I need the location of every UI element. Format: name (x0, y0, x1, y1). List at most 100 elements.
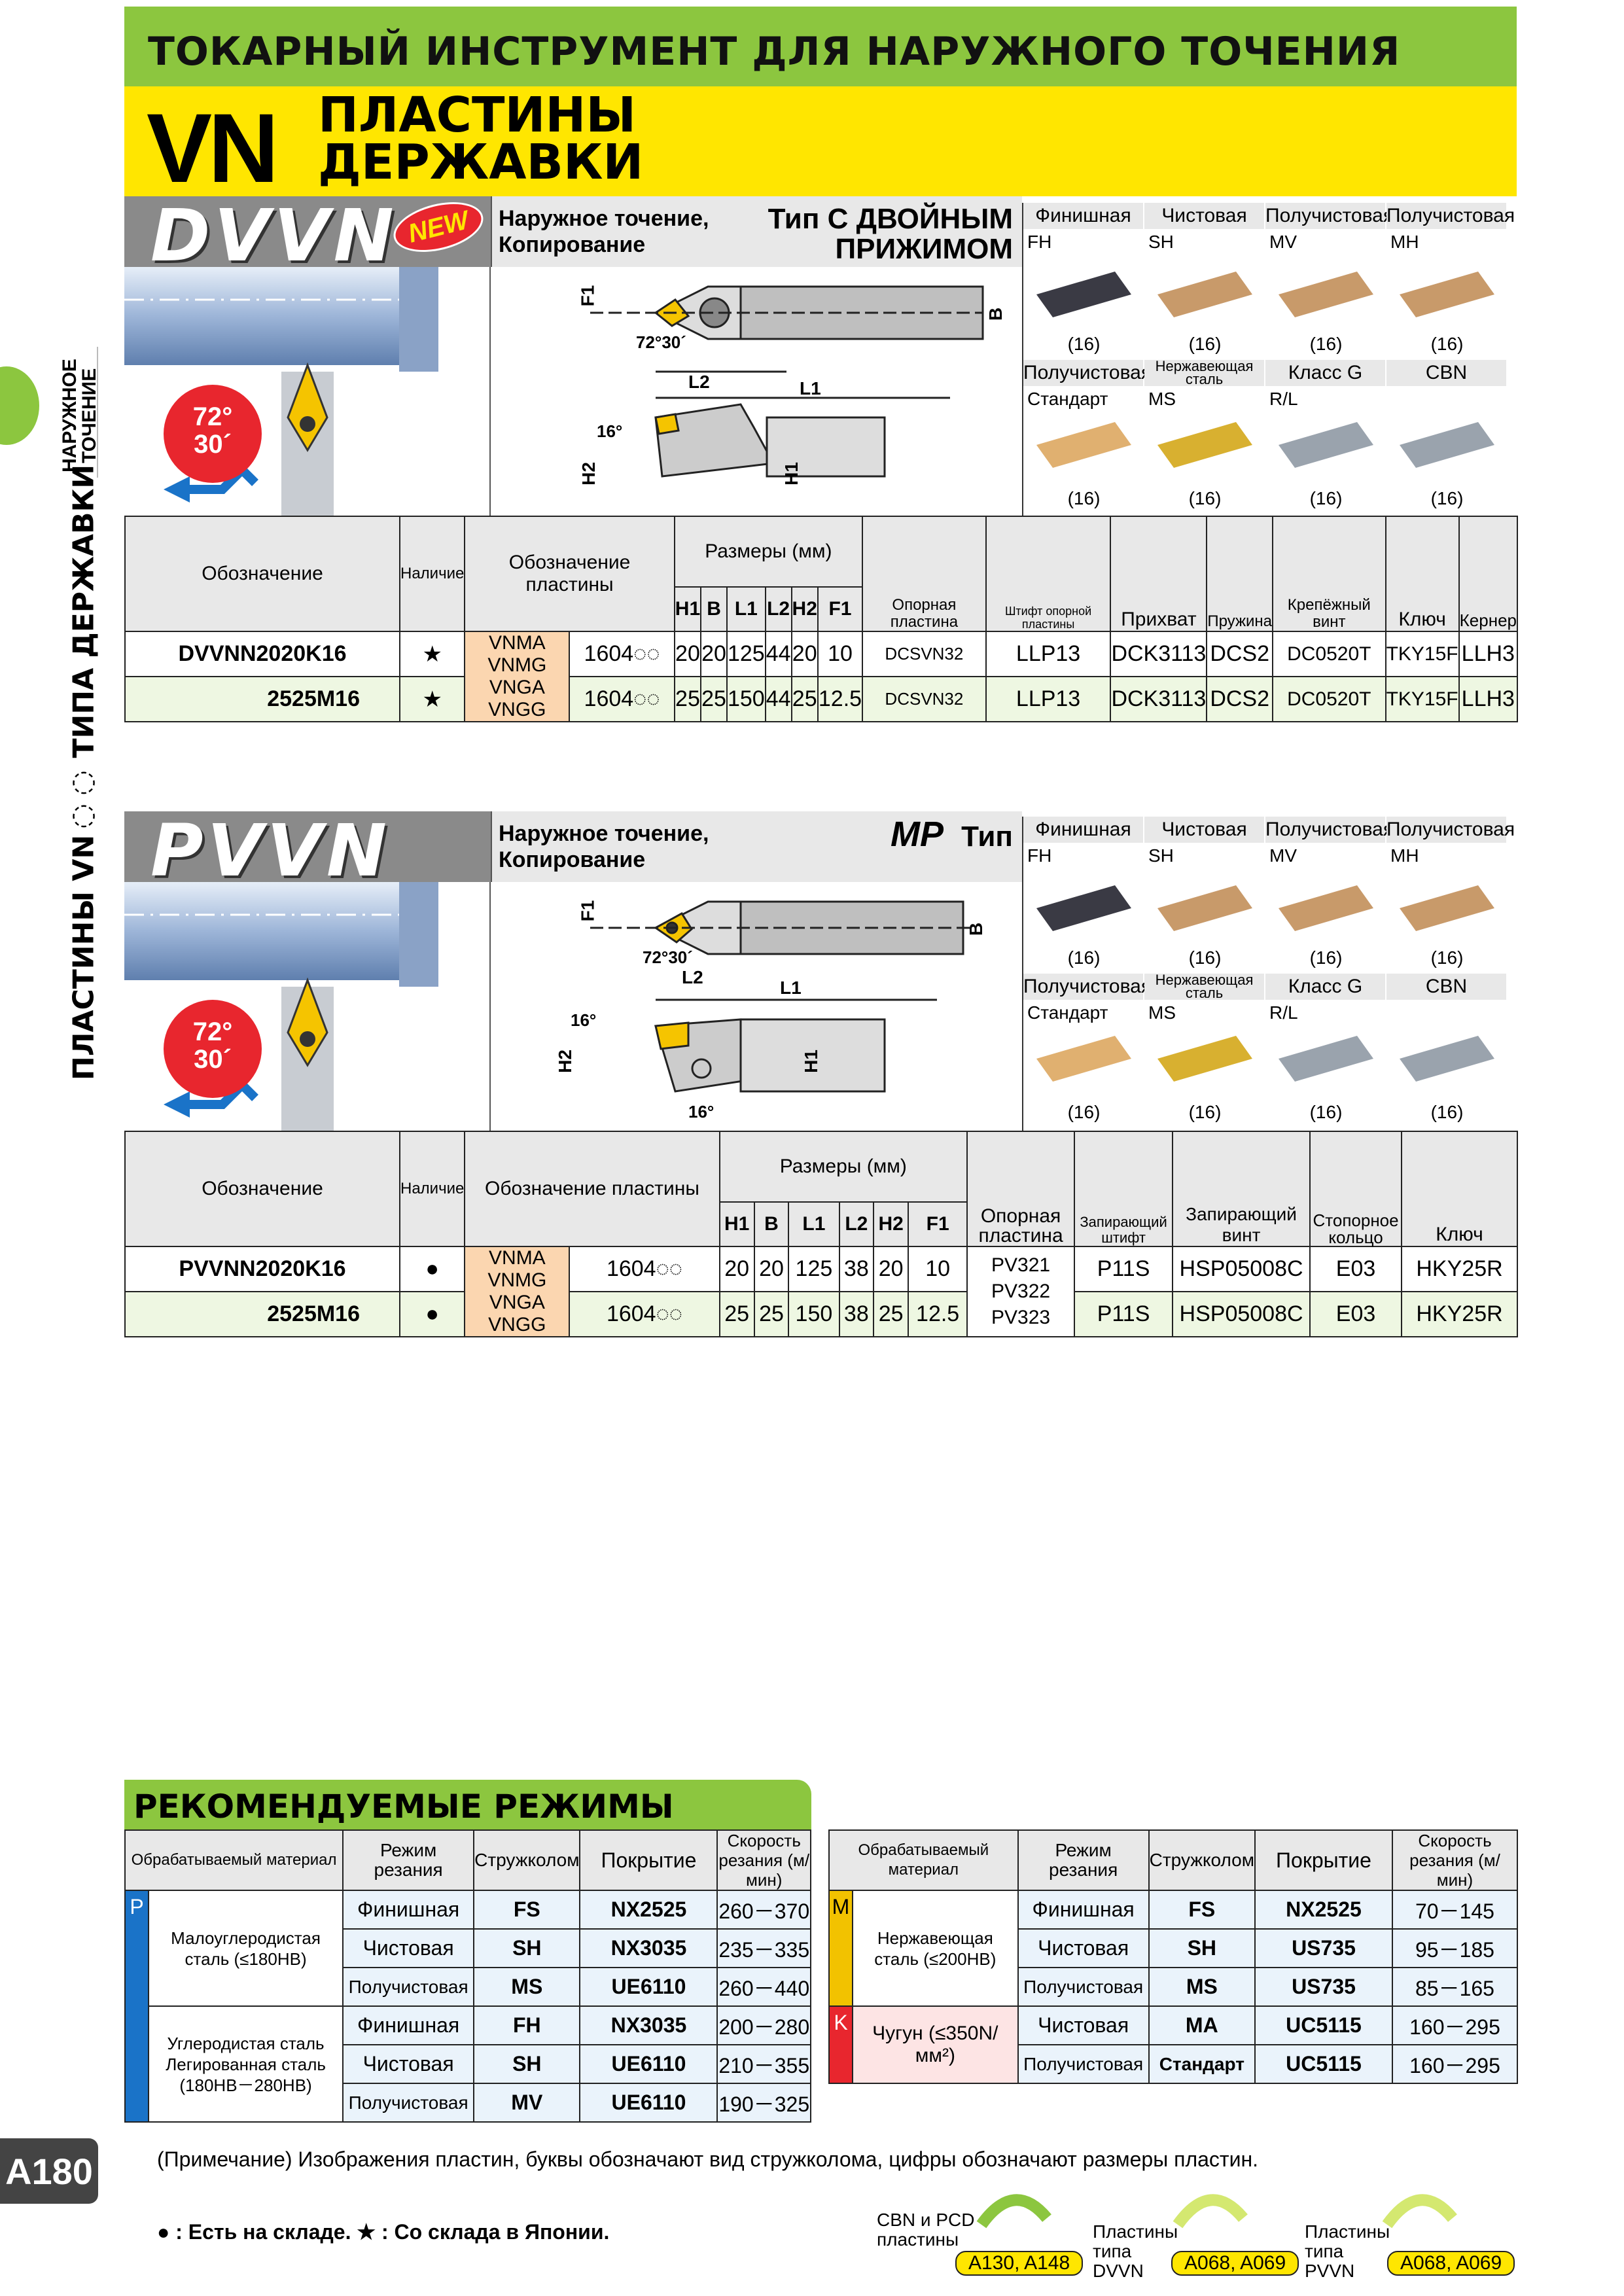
insert-title: Получистовая (1023, 974, 1152, 1000)
dim-value: 44 (764, 631, 792, 677)
col-insert: Обозначение пластины (464, 516, 675, 632)
part-value: TKY15F (1385, 631, 1460, 677)
insert-code: Стандарт (1027, 389, 1108, 409)
col-speed: Скорость резания (м/мин) (716, 1829, 811, 1891)
col-dim: L1 (726, 586, 766, 632)
chipbreaker: MS (473, 1967, 581, 2007)
part-value: DC0520T (1272, 631, 1386, 677)
insert-code: MS (1148, 1002, 1176, 1023)
category-title: ТОКАРНЫЙ ИНСТРУМЕНТ ДЛЯ НАРУЖНОГО ТОЧЕНИ… (148, 29, 1401, 75)
insert-title: Получистовая (1386, 203, 1515, 229)
insert-name: VNGA (489, 677, 545, 698)
material-name: Чугун (≤350N/мм²) (852, 2005, 1019, 2084)
coating: NX3035 (579, 2005, 718, 2045)
insert-cell: Получистовая MH (16) (1386, 203, 1515, 360)
ref-pages-dvvn[interactable]: A068, A069 (1171, 2251, 1299, 2276)
insert-title: Получистовая (1023, 360, 1152, 386)
insert-count: (16) (1067, 947, 1101, 968)
dvvn-tool-photo: 72° 30´ (124, 267, 491, 516)
table-row: K Чугун (≤350N/мм²) Чистовая MA UC5115 1… (828, 2005, 1519, 2084)
insert-count: (16) (1309, 947, 1343, 968)
dim-value: 25 (753, 1291, 790, 1337)
chipbreaker: MS (1148, 1967, 1256, 2007)
coating: UE6110 (579, 2044, 718, 2084)
pvvn-op-line1: Наружное точение, (499, 821, 709, 846)
dim-l2: L2 (688, 372, 710, 392)
availability-mark: ● (398, 1246, 466, 1292)
mode: Чистовая (1017, 2005, 1150, 2045)
insert-code: Стандарт (1027, 1002, 1108, 1023)
availability-mark: ★ (398, 631, 466, 677)
arrow-icon (1382, 2194, 1457, 2229)
insert-code: SH (1148, 845, 1174, 866)
insert-code: MV (1269, 845, 1297, 866)
insert-title: Получистовая (1265, 817, 1394, 843)
insert-size: 1604◌◌ (569, 631, 675, 677)
insert-name: VNGG (488, 1314, 546, 1335)
insert-title: Нержавеющая сталь (1144, 973, 1265, 1000)
insert-cell: Финишная FH (16) (1023, 817, 1144, 974)
dim-b: B (985, 307, 1006, 321)
insert-cell: Получистовая MV (16) (1265, 817, 1394, 974)
dim-h2: H2 (578, 462, 599, 486)
pvvn-name: PVVN (150, 809, 391, 892)
dvvn-operation-box: Наружное точение, Копирование Тип С ДВОЙ… (491, 196, 1022, 267)
dvvn-op-line1: Наружное точение, (499, 206, 709, 231)
col-designation: Обозначение (124, 516, 400, 632)
insert-cell: Нержавеющая сталь MS (16) (1144, 359, 1265, 516)
dim-value: 20 (790, 631, 819, 677)
col-part: Прихват (1110, 516, 1208, 632)
speed: 85－165 (1391, 1967, 1519, 2007)
insert-name: VNGG (488, 699, 546, 720)
ref-cbn[interactable]: CBN и PCD пластины (877, 2210, 981, 2250)
col-part: Опорная пластина (862, 516, 987, 632)
dim-h2: H2 (554, 1050, 575, 1073)
ref-pages-pvvn[interactable]: A068, A069 (1387, 2251, 1515, 2276)
material-name: Малоуглеродистая сталь (≤180HB) (147, 1890, 344, 2007)
col-dim: H1 (673, 586, 702, 632)
coating: US735 (1254, 1967, 1393, 2007)
item-code: DVVNN2020K16 (124, 631, 400, 677)
insert-name: VNMA (489, 1247, 546, 1269)
part-value: DCSVN32 (862, 676, 987, 722)
insert-count: (16) (1067, 334, 1101, 354)
coating: UE6110 (579, 1967, 718, 2007)
ref-pvvn[interactable]: Пластины типа PVVN (1305, 2222, 1396, 2281)
angle-badge: 72° 30´ (164, 1000, 262, 1098)
part-value: LLH3 (1458, 676, 1519, 722)
dim-angle: 72°30´ (643, 947, 693, 967)
chipbreaker: MA (1148, 2005, 1256, 2045)
insert-cell: Финишная FH (16) (1023, 203, 1144, 360)
col-part: Пружина (1206, 516, 1274, 632)
insert-name: VNMG (487, 1269, 547, 1291)
ref-pages-cbn[interactable]: A130, A148 (955, 2251, 1084, 2276)
material-mark-m: M (828, 1890, 853, 2007)
col-coating: Покрытие (579, 1829, 718, 1891)
table-row: 2525M16 ● 1604◌◌ 25 25 150 38 25 12.5 P1… (124, 1291, 1518, 1337)
dim-value: 20 (718, 1246, 755, 1292)
table-row: Углеродистая сталь Легированная сталь (1… (125, 2005, 811, 2123)
dim-b: B (966, 922, 987, 936)
pvvn-type-label: Тип (961, 821, 1013, 853)
material-name: Углеродистая сталь Легированная сталь (1… (147, 2005, 344, 2123)
mode: Получистовая (342, 2083, 475, 2123)
col-dim: L2 (764, 586, 792, 632)
insert-code: MH (1390, 845, 1419, 866)
insert-code: R/L (1269, 1002, 1298, 1023)
dim-value: 125 (788, 1246, 840, 1292)
table-row: Получистовая MS US735 85－165 (829, 1967, 1519, 2007)
table-row: P Малоуглеродистая сталь (≤180HB) Финишн… (124, 1890, 811, 2123)
side-section-label: ПЛАСТИНЫ VN◌◌ ТИПА ДЕРЖАВКИ (67, 464, 101, 1080)
ref-dvvn[interactable]: Пластины типа DVVN (1093, 2222, 1184, 2281)
table-row: M Нержавеющая сталь (≤200HB) Финишная FS… (828, 1890, 1519, 2007)
mode: Получистовая (342, 1967, 475, 2007)
insert-title: Финишная (1023, 203, 1144, 229)
recommend-title-band: РЕКОМЕНДУЕМЫЕ РЕЖИМЫ РЕЗАНИЯ (124, 1780, 811, 1863)
col-coating: Покрытие (1254, 1829, 1393, 1891)
footer-note: (Примечание) Изображения пластин, буквы … (157, 2147, 1258, 2171)
insert-count: (16) (1188, 334, 1222, 354)
col-mode: Режим резания (1017, 1829, 1150, 1891)
col-part: Кернер (1458, 516, 1519, 632)
dim-value: 10 (908, 1246, 968, 1292)
insert-name: VNMG (487, 654, 547, 676)
